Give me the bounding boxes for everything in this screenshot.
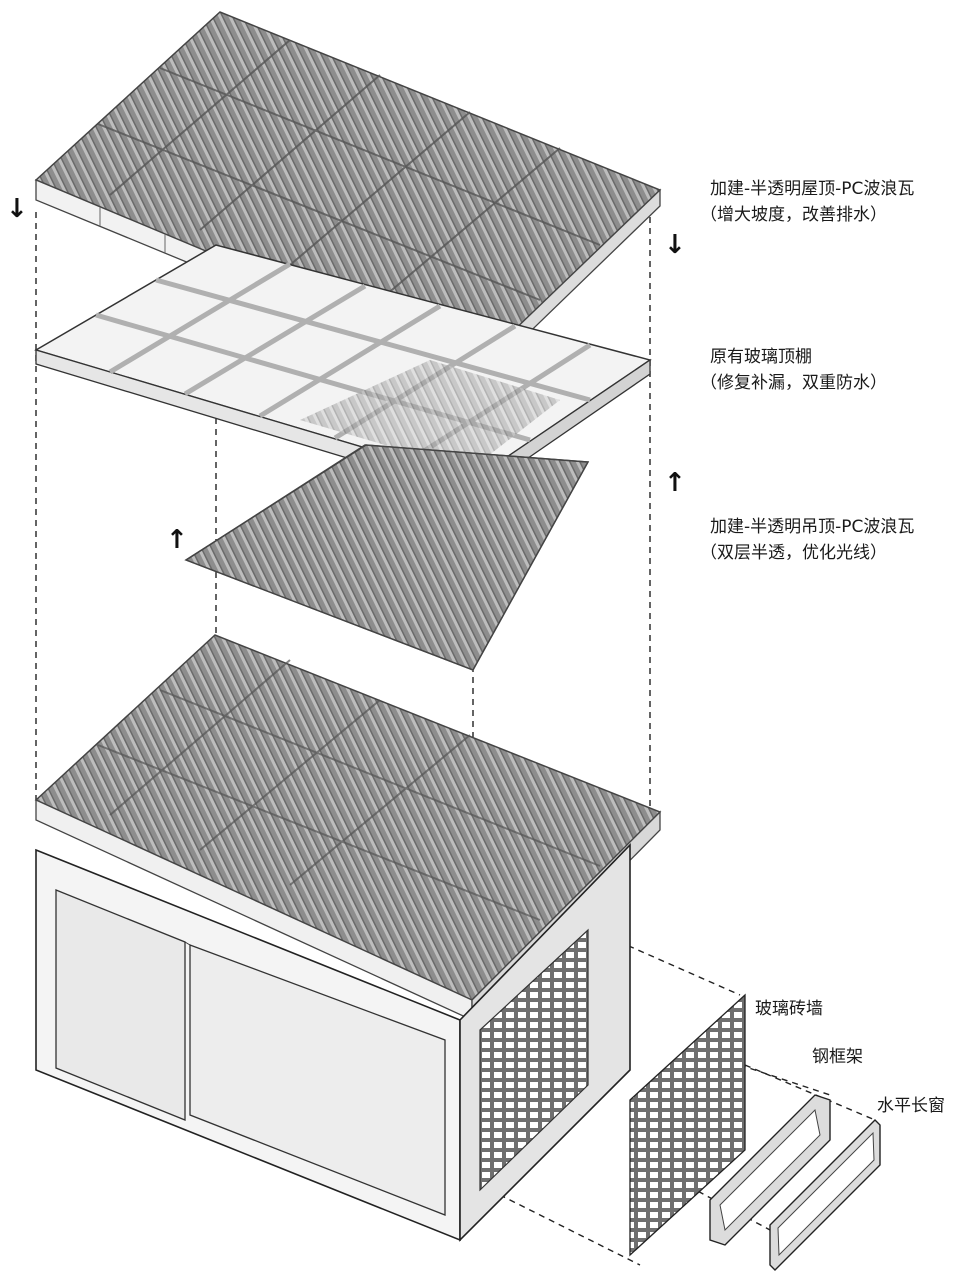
horizontal-window-label: 水平长窗 <box>877 1096 945 1116</box>
down-arrow-icon: ↓ <box>6 194 28 224</box>
exploded-horizontal-window <box>769 1119 881 1271</box>
roof-label-title: 加建-半透明屋顶-PC波浪瓦 <box>710 179 915 199</box>
exploded-glass-block-wall <box>629 993 746 1257</box>
pc-ceiling-label-title: 加建-半透明吊顶-PC波浪瓦 <box>710 517 915 537</box>
roof-label-note: （增大坡度，改善排水） <box>700 205 887 225</box>
glass-block-wall-label: 玻璃砖墙 <box>755 999 823 1019</box>
pc-ceiling-label-note: （双层半透，优化光线） <box>700 543 887 563</box>
up-arrow-icon: ↑ <box>166 525 188 555</box>
up-arrow-icon: ↑ <box>664 468 686 498</box>
down-arrow-icon: ↓ <box>664 230 686 260</box>
house-glass-block-wall <box>479 928 589 1192</box>
glass-ceiling-label-note: （修复补漏，双重防水） <box>700 373 887 393</box>
exploded-steel-frame <box>709 1094 831 1246</box>
new-pc-ceiling <box>184 444 590 671</box>
steel-frame-label: 钢框架 <box>812 1047 863 1067</box>
glass-ceiling-label-title: 原有玻璃顶棚 <box>710 347 812 367</box>
house-body <box>35 843 631 1242</box>
